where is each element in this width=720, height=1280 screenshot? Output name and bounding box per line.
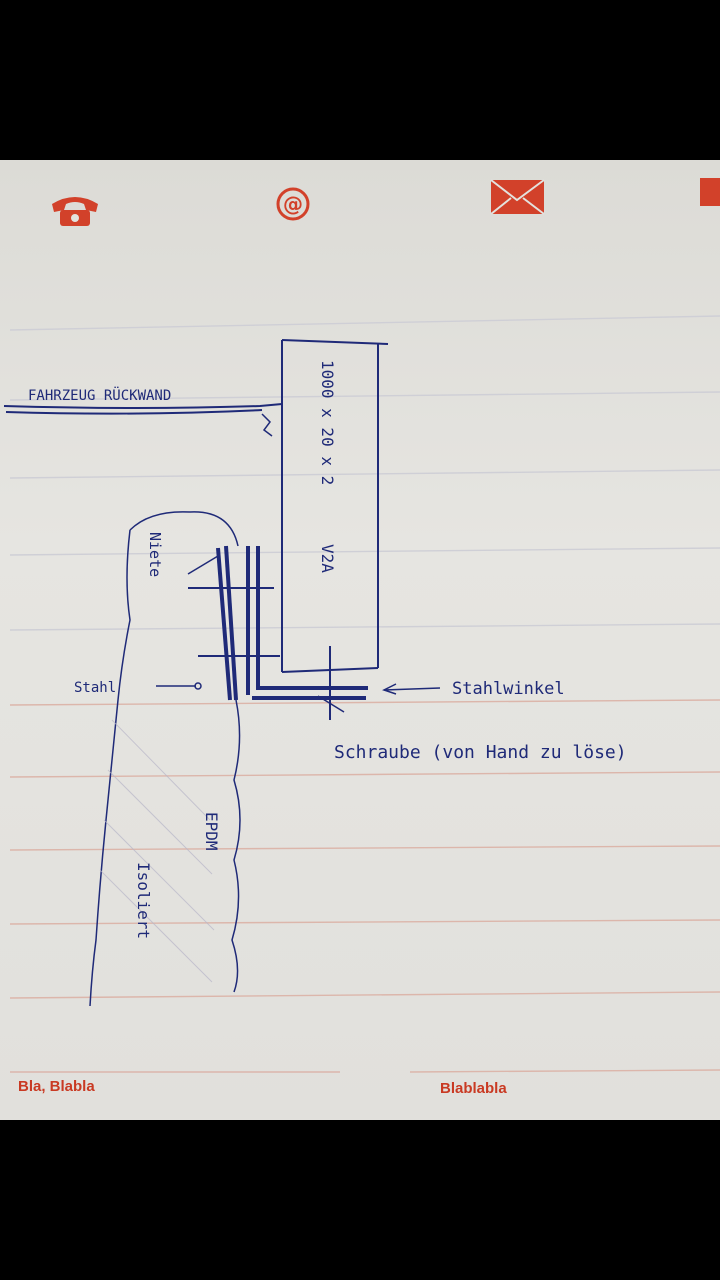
insulation-label: Isoliert <box>134 862 153 939</box>
steel-angle-label: Stahlwinkel <box>452 679 565 699</box>
profile-material-label: V2A <box>318 544 337 573</box>
footer-left-label: Bla, Blabla <box>18 1078 95 1095</box>
rivet-label: Niete <box>146 532 164 577</box>
mail-icon <box>490 179 545 215</box>
top-black-bar <box>0 0 720 160</box>
insulation-hatch <box>99 719 215 983</box>
footer-right-label: Blablabla <box>440 1080 507 1097</box>
at-icon: @ <box>276 187 310 221</box>
notepad-sheet: @ <box>0 160 720 1120</box>
steel-label: Stahl <box>74 680 116 696</box>
phone-icon <box>52 197 98 226</box>
v2a-profile <box>281 339 389 673</box>
vehicle-wall-label: FAHRZEUG RÜCKWAND <box>28 386 171 404</box>
edge-icon <box>700 178 720 206</box>
screw-label: Schraube (von Hand zu löse) <box>334 742 627 763</box>
profile-size-label: 1000 x 20 x 2 <box>318 360 337 485</box>
label-arrows <box>156 555 441 695</box>
steel-angle <box>188 545 368 720</box>
sketch-canvas: @ <box>3 178 720 1073</box>
svg-text:@: @ <box>283 192 303 216</box>
vehicle-wall-line <box>3 403 283 437</box>
bottom-black-bar <box>0 1120 720 1280</box>
epdm-label: EPDM <box>202 812 221 851</box>
epdm-boundary <box>89 511 241 1007</box>
